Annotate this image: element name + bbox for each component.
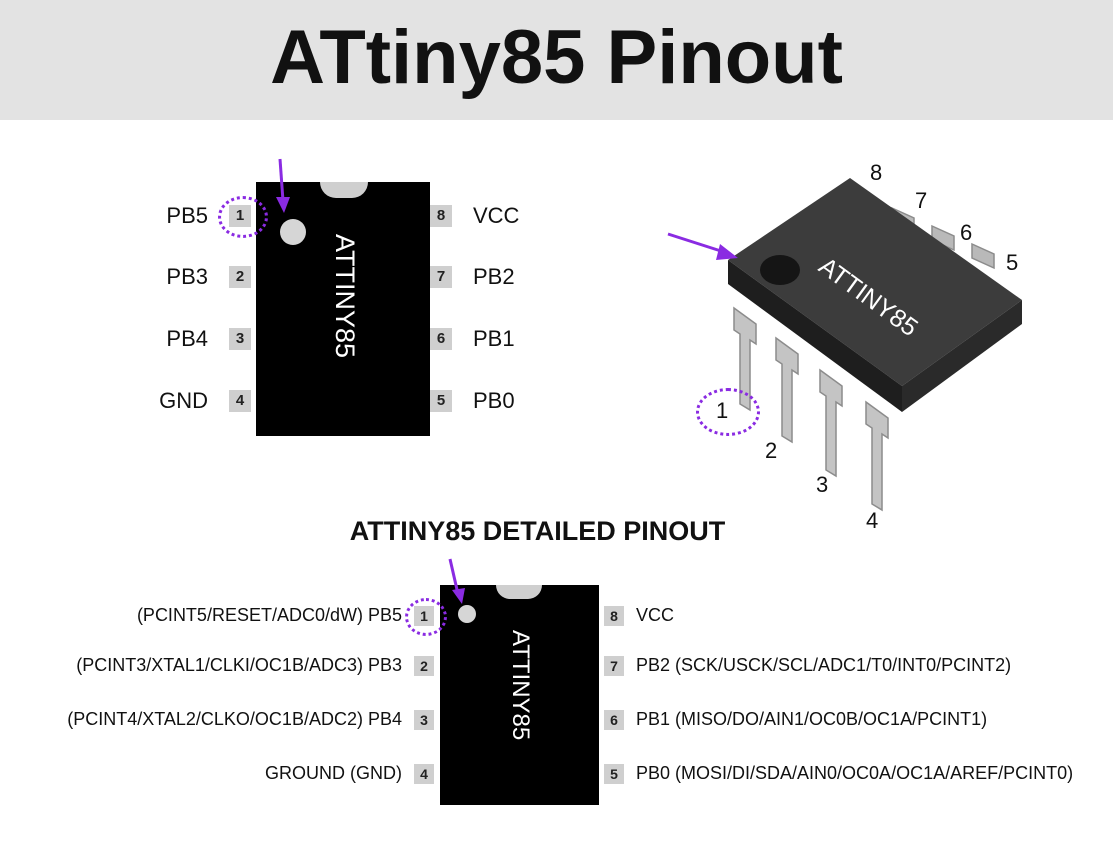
pin-label-3: PB4 xyxy=(130,326,208,352)
pin-label-6: PB1 xyxy=(473,326,515,352)
photo-pin-num-3: 3 xyxy=(816,472,828,498)
pin-pad-3: 3 xyxy=(229,328,251,350)
detailed-chip-notch xyxy=(496,585,542,599)
detailed-chip-marking: ATTINY85 xyxy=(506,630,534,740)
arrow-icon xyxy=(270,155,294,215)
detailed-pin-pad-5: 5 xyxy=(604,764,624,784)
pin-pad-8: 8 xyxy=(430,205,452,227)
detailed-pin-pad-6: 6 xyxy=(604,710,624,730)
detailed-pinout-title: ATTINY85 DETAILED PINOUT xyxy=(0,516,1075,547)
photo-pin-num-2: 2 xyxy=(765,438,777,464)
pin-pad-5: 5 xyxy=(430,390,452,412)
detailed-pin-label-8: VCC xyxy=(636,605,674,626)
detailed-pin-pad-8: 8 xyxy=(604,606,624,626)
photo-pin1-highlight-ring xyxy=(696,388,760,436)
pin-label-2: PB3 xyxy=(130,264,208,290)
pin-label-7: PB2 xyxy=(473,264,515,290)
detailed-pin-pad-4: 4 xyxy=(414,764,434,784)
detailed-pin-label-6: PB1 (MISO/DO/AIN1/OC0B/OC1A/PCINT1) xyxy=(636,709,987,730)
photo-pin-num-7: 7 xyxy=(915,188,927,214)
pin-pad-7: 7 xyxy=(430,266,452,288)
detailed-pin-label-5: PB0 (MOSI/DI/SDA/AIN0/OC0A/OC1A/AREF/PCI… xyxy=(636,763,1073,784)
detailed-pin-label-1: (PCINT5/RESET/ADC0/dW) PB5 xyxy=(20,605,402,626)
photo-pin1-dot xyxy=(760,255,800,285)
pin-pad-4: 4 xyxy=(229,390,251,412)
pin-label-1: PB5 xyxy=(130,203,208,229)
pin-pad-2: 2 xyxy=(229,266,251,288)
pin1-highlight-ring xyxy=(218,196,268,238)
page-title: ATtiny85 Pinout xyxy=(0,14,1113,101)
detailed-pin1-dot xyxy=(458,605,476,623)
pin-label-4: GND xyxy=(130,388,208,414)
detailed-arrow-icon xyxy=(446,556,468,606)
detailed-pin-label-3: (PCINT4/XTAL2/CLKO/OC1B/ADC2) PB4 xyxy=(20,709,402,730)
detailed-pin-pad-2: 2 xyxy=(414,656,434,676)
pin-label-8: VCC xyxy=(473,203,519,229)
chip-photo xyxy=(640,150,1060,530)
photo-pin-num-8: 8 xyxy=(870,160,882,186)
detailed-pin-label-4: GROUND (GND) xyxy=(20,763,402,784)
detailed-pin1-highlight-ring xyxy=(405,598,447,636)
detailed-pin-label-7: PB2 (SCK/USCK/SCL/ADC1/T0/INT0/PCINT2) xyxy=(636,655,1011,676)
detailed-pin-label-2: (PCINT3/XTAL1/CLKI/OC1B/ADC3) PB3 xyxy=(20,655,402,676)
detailed-pin-pad-3: 3 xyxy=(414,710,434,730)
pin1-dot xyxy=(280,219,306,245)
photo-arrow-icon xyxy=(664,228,740,264)
detailed-pin-pad-7: 7 xyxy=(604,656,624,676)
chip-marking: ATTINY85 xyxy=(329,234,360,358)
pin-label-5: PB0 xyxy=(473,388,515,414)
photo-pin-num-6: 6 xyxy=(960,220,972,246)
photo-pin-num-5: 5 xyxy=(1006,250,1018,276)
pin-pad-6: 6 xyxy=(430,328,452,350)
